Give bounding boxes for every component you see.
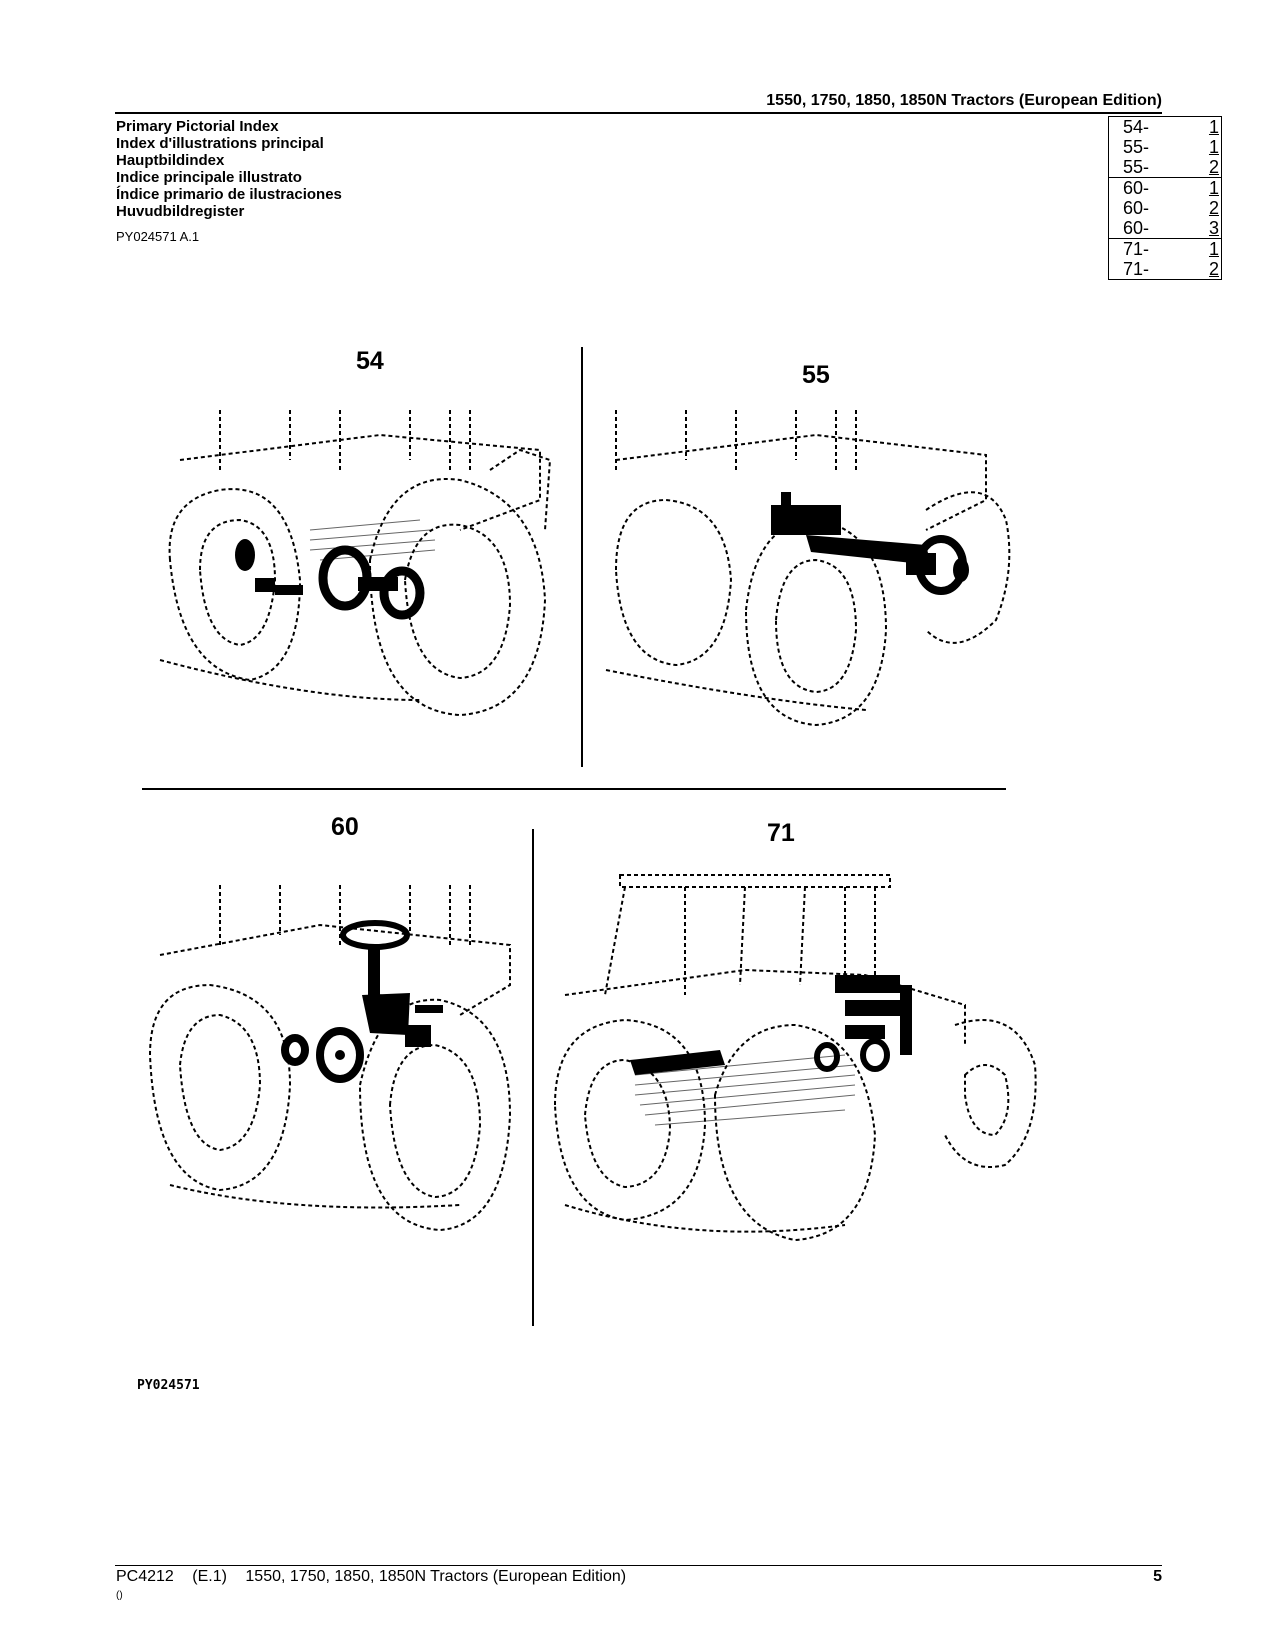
ref-section: 60- — [1123, 198, 1150, 218]
ref-page: 1 — [1208, 178, 1219, 198]
index-title-sv: Huvudbildregister — [116, 203, 245, 220]
ref-group-54-55: 54- 1 55- 1 55- 2 — [1109, 117, 1221, 178]
ref-row[interactable]: 60- 2 — [1109, 198, 1221, 218]
ref-row[interactable]: 55- 1 — [1109, 137, 1221, 157]
page-number: 5 — [1153, 1568, 1162, 1585]
panel-number-71[interactable]: 71 — [767, 819, 795, 847]
index-title-fr: Index d'illustrations principal — [116, 135, 324, 152]
ref-section: 71- — [1123, 259, 1150, 279]
panel-number-54[interactable]: 54 — [356, 347, 384, 375]
picture-label: PY024571 — [137, 1378, 200, 1393]
index-titles: Primary Pictorial Index Index d'illustra… — [116, 118, 342, 220]
footer-edition: (E.1) — [192, 1568, 227, 1585]
ref-row[interactable]: 60- 3 — [1109, 218, 1221, 238]
document-header-title: 1550, 1750, 1850, 1850N Tractors (Europe… — [766, 92, 1162, 109]
ref-row[interactable]: 55- 2 — [1109, 157, 1221, 177]
ref-row[interactable]: 54- 1 — [1109, 117, 1221, 137]
ref-section: 54- — [1123, 117, 1150, 137]
tractor-illustration-54[interactable] — [159, 410, 580, 750]
panel-number-55[interactable]: 55 — [802, 361, 830, 389]
ref-section: 71- — [1123, 239, 1150, 259]
footer-title: 1550, 1750, 1850, 1850N Tractors (Europe… — [245, 1568, 627, 1585]
ref-section: 55- — [1123, 157, 1150, 177]
footer-small-text: () — [116, 1590, 123, 1601]
ref-page: 2 — [1208, 157, 1219, 177]
index-title-it: Indice principale illustrato — [116, 169, 302, 186]
ref-section: 55- — [1123, 137, 1150, 157]
divider-bottom-vertical — [532, 829, 534, 1326]
ref-group-71: 71- 1 71- 2 — [1109, 239, 1221, 279]
ref-row[interactable]: 71- 1 — [1109, 239, 1221, 259]
ref-row[interactable]: 71- 2 — [1109, 259, 1221, 279]
footer-rule — [115, 1565, 1162, 1566]
footer: PC4212 (E.1) 1550, 1750, 1850, 1850N Tra… — [116, 1568, 640, 1586]
illustration-ref-code: PY024571 A.1 — [116, 229, 200, 244]
ref-page: 3 — [1208, 218, 1219, 238]
panel-number-60[interactable]: 60 — [331, 813, 359, 841]
header-rule — [115, 112, 1162, 114]
footer-doc-code: PC4212 — [116, 1568, 174, 1585]
ref-section: 60- — [1123, 218, 1150, 238]
tractor-illustration-60[interactable] — [140, 885, 520, 1245]
tractor-illustration-71[interactable] — [545, 874, 1045, 1275]
ref-section: 60- — [1123, 178, 1150, 198]
divider-top-vertical — [581, 347, 583, 767]
ref-page: 1 — [1208, 137, 1219, 157]
tractor-illustration-55[interactable] — [605, 410, 1026, 750]
ref-group-60: 60- 1 60- 2 60- 3 — [1109, 178, 1221, 239]
ref-page: 1 — [1208, 117, 1219, 137]
section-reference-table: 54- 1 55- 1 55- 2 60- 1 60- 2 60- 3 71- 1 71- 2 — [1108, 116, 1222, 280]
divider-horizontal — [142, 788, 1006, 790]
ref-page: 2 — [1208, 198, 1219, 218]
index-title-de: Hauptbildindex — [116, 152, 225, 169]
index-title-en: Primary Pictorial Index — [116, 118, 279, 135]
ref-page: 2 — [1208, 259, 1219, 279]
ref-page: 1 — [1208, 239, 1219, 259]
ref-row[interactable]: 60- 1 — [1109, 178, 1221, 198]
index-title-es: Índice primario de ilustraciones — [116, 186, 342, 203]
